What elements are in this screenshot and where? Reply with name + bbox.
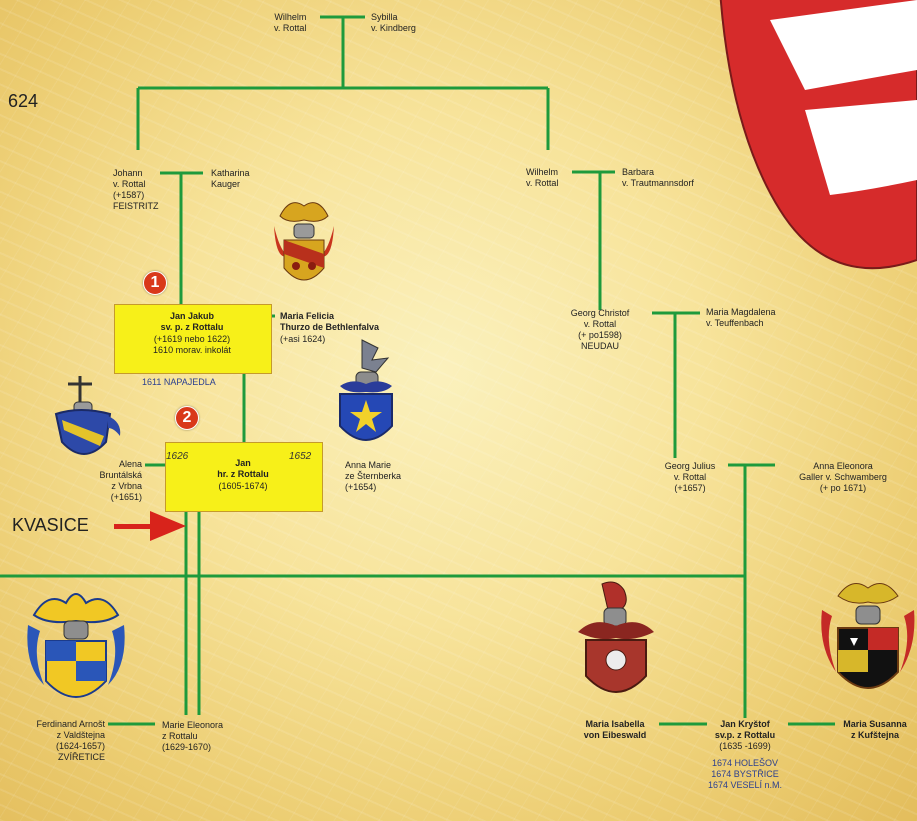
person-johann: Johann v. Rottal (+1587) FEISTRITZ [113,168,159,211]
person-maria-magdalena: Maria Magdalena v. Teuffenbach [706,307,776,328]
person-sybilla: Sybilla v. Kindberg [371,12,416,33]
person-maria-isabella: Maria Isabella von Eibeswald [583,719,647,740]
person-jan-name: Jan hr. z Rottalu [217,458,269,479]
jan-jakub-box [114,304,272,374]
person-jan-krystof-detail: (1635 -1699) [719,741,771,751]
valdstejn-crest [27,593,125,698]
person-maria-felicia-detail: (+asi 1624) [280,334,326,344]
person-georg-julius: Georg Julius v. Rottal (+1657) [664,461,716,493]
rottal-shield-crest [719,0,917,270]
marriage-year-1626: 1626 [166,451,189,462]
kvasice-label: KVASICE [12,515,89,535]
jan-krystof-places: 1674 HOLEŠOV 1674 BYSTŘICE 1674 VESELÍ n… [707,758,783,790]
person-georg-christof: Georg Christof v. Rottal (+ po1598) NEUD… [570,308,630,351]
person-marie-eleonora: Marie Eleonora z Rottalu (1629-1670) [162,720,224,752]
person-maria-susanna: Maria Susanna z Kufštejna [843,719,907,740]
person-jan-jakub-detail: (+1619 nebo 1622) 1610 morav. inkolát [153,334,231,355]
vrbna-crest [54,376,121,455]
jan-box [165,442,323,512]
person-jan-jakub-name: Jan Jakub sv. p. z Rottalu [160,311,224,332]
kufstejn-crest [821,583,915,689]
badge-2: 2 [175,406,199,430]
thurzo-crest [274,202,334,281]
badge-1: 1 [143,271,167,295]
person-jan-detail: (1605-1674) [218,481,268,491]
eibeswald-crest [578,581,654,693]
sternberk-crest [339,339,393,441]
person-wilhelm: Wilhelm v. Rottal [526,167,559,188]
top-left-fragment: 624 [8,91,39,111]
marriage-year-1652: 1652 [289,451,312,462]
kvasice-arrow [114,511,186,541]
person-barbara: Barbara v. Trautmannsdorf [622,167,694,188]
person-wilhelm-root: Wilhelm v. Rottal [274,12,307,33]
person-jan-krystof-name: Jan Kryštof sv.p. z Rottalu [714,719,776,740]
person-anna-eleonora: Anna Eleonora Galler v. Schwamberg (+ po… [799,461,887,493]
person-ferdinand: Ferdinand Arnošt z Valdštejna (1624-1657… [36,719,105,762]
person-katharina: Katharina Kauger [211,168,250,189]
person-anna-marie: Anna Marie ze Šternberka (+1654) [345,460,402,492]
person-alena: Alena Bruntálská z Vrbna (+1651) [99,459,142,502]
napajedla-label: 1611 NAPAJEDLA [142,377,216,387]
person-maria-felicia-name: Maria Felicia Thurzo de Bethlenfalva [280,311,380,332]
